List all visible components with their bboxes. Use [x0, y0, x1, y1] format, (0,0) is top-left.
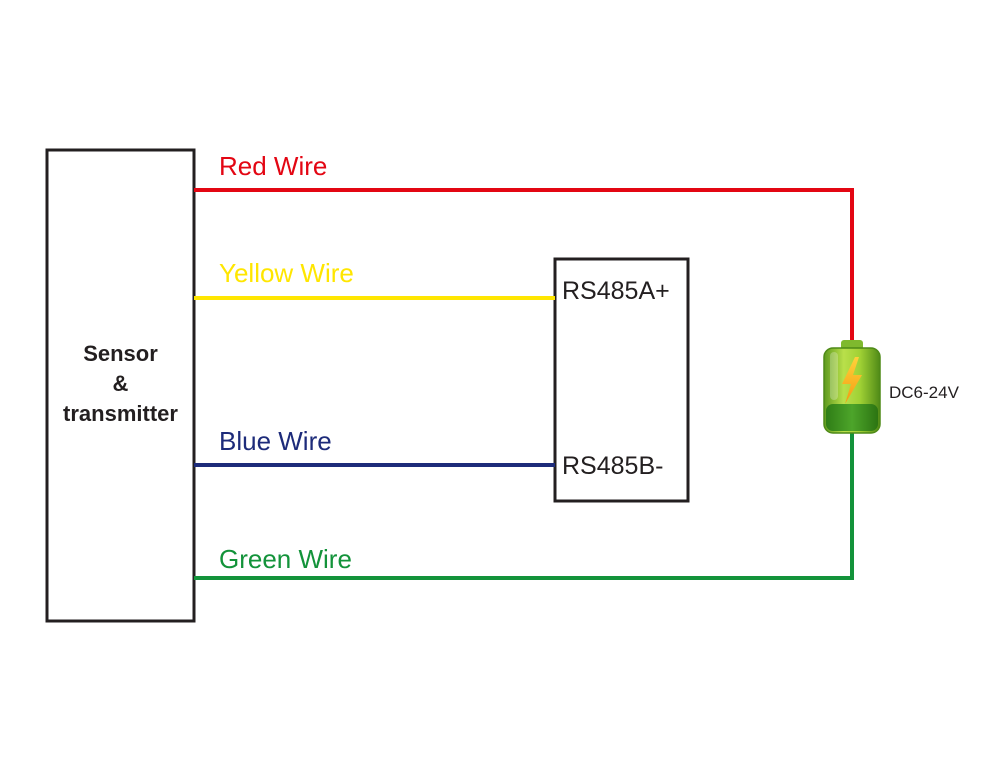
- red-wire-label: Red Wire: [219, 151, 328, 181]
- blue-wire-label: Blue Wire: [219, 426, 332, 456]
- sensor-label-line2: &: [112, 371, 129, 396]
- power-supply-label: DC6-24V: [889, 383, 959, 402]
- sensor-label-line1: Sensor: [83, 341, 158, 366]
- sensor-label-line3: transmitter: [63, 401, 178, 426]
- rs485a-label: RS485A+: [562, 277, 670, 305]
- green-wire: [194, 428, 854, 580]
- battery-charging-icon: [823, 340, 881, 434]
- rs485-box: [553, 257, 690, 503]
- green-wire-label: Green Wire: [219, 544, 352, 574]
- yellow-wire-label: Yellow Wire: [219, 258, 354, 288]
- red-wire: [194, 188, 854, 345]
- sensor-box: [45, 148, 196, 623]
- rs485b-label: RS485B-: [562, 452, 664, 480]
